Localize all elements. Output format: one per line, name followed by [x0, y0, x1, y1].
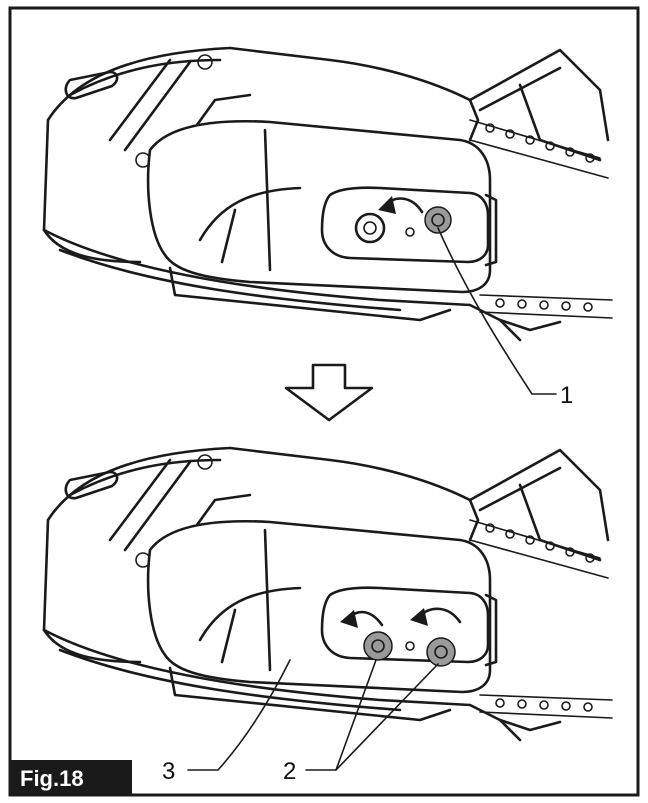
nut-left-icon [363, 631, 393, 661]
chainsaw-bottom-view [42, 446, 614, 742]
callout-1-leader [437, 227, 557, 395]
callout-3-leader [187, 659, 291, 771]
callout-1-label: 1 [560, 382, 573, 409]
callout-2-label: 2 [283, 758, 296, 785]
counterclockwise-arrow-right-icon [410, 607, 462, 626]
figure-label-background [10, 760, 132, 795]
counterclockwise-arrow-icon [378, 196, 424, 214]
counterclockwise-arrow-left-icon [340, 610, 384, 628]
down-arrow-icon [284, 363, 374, 422]
figure-label: Fig.18 [20, 766, 84, 791]
nut-right-icon [426, 637, 456, 667]
callout-3-label: 3 [162, 758, 175, 785]
nut-top-icon [424, 206, 452, 234]
chainsaw-top-view [42, 46, 614, 342]
